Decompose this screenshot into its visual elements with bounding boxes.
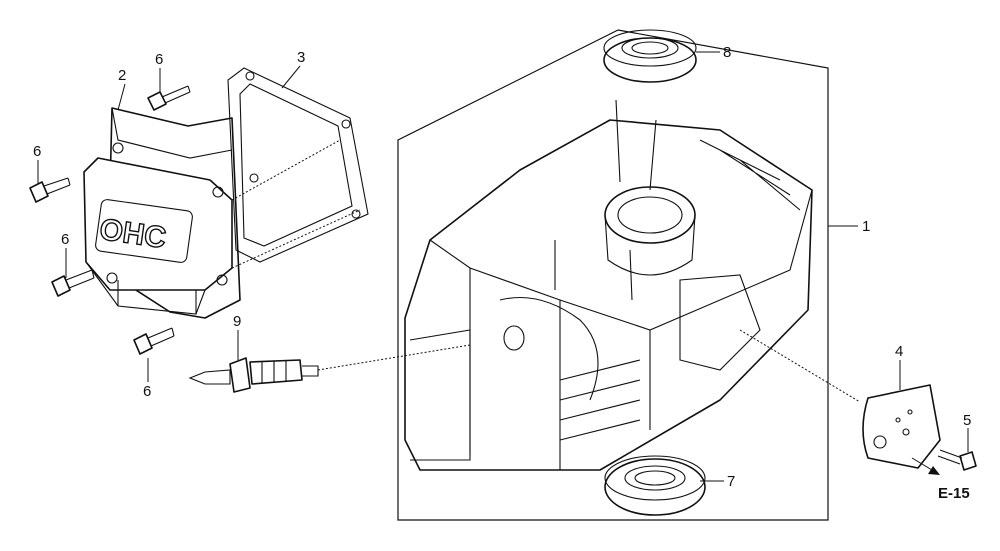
callout-6-left-lower: 6 [61,231,69,248]
cover-plate [862,384,941,469]
leader-2 [117,83,126,111]
callout-1: 1 [862,218,870,235]
head-cover-gasket [227,67,369,263]
callout-7: 7 [727,473,735,490]
callout-3: 3 [297,49,305,66]
bearing [604,455,706,516]
bolt-6-left-lower [51,269,95,297]
callout-6-left-upper: 6 [33,143,41,160]
callout-2: 2 [118,67,126,84]
bolt-6-top [147,85,191,111]
callout-4: 4 [895,343,903,360]
callout-6-top: 6 [155,51,163,68]
reference-label: E-15 [938,485,970,502]
oil-seal-top [603,29,697,83]
reference-arrow [911,457,940,475]
callout-8: 8 [723,44,731,61]
bolt-6-left-upper [29,177,71,203]
assembly-frame [397,29,829,521]
cylinder-block [404,99,813,471]
head-cover: OHC [83,107,241,319]
leader-3 [281,65,301,89]
callout-6-bottom: 6 [143,383,151,400]
spark-plug [188,357,319,393]
bolt-5 [937,449,977,471]
callout-5: 5 [963,412,971,429]
callout-9: 9 [233,313,241,330]
bolt-6-bottom [133,327,175,355]
